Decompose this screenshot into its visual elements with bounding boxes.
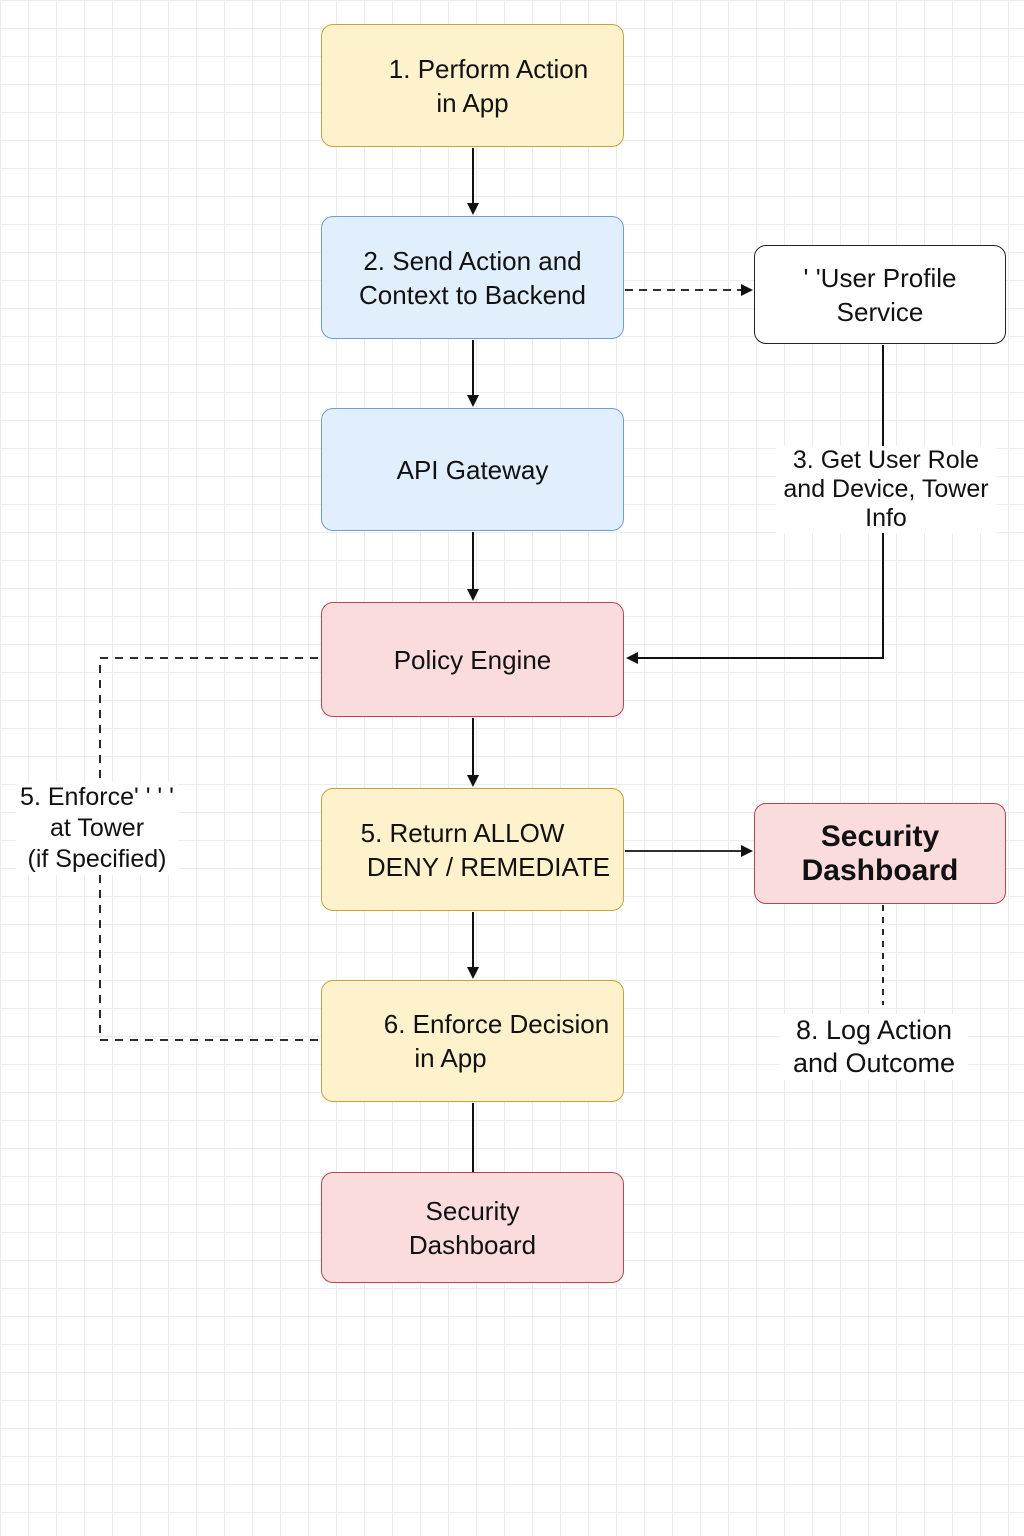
enforce-at-tower-line-3: (if Specified): [27, 845, 167, 873]
send-action-node: 2. Send Action and Context to Backend: [321, 216, 624, 339]
security-dashboard-bottom-line-1: Security: [425, 1195, 520, 1226]
log-action-line-1: 8. Log Action: [795, 1015, 953, 1045]
get-user-role-line-3: Info: [865, 504, 907, 532]
return-decision-line-1: 5. Return ALLOW: [360, 817, 565, 848]
api-gateway-node: API Gateway: [321, 408, 624, 531]
perform-action-line-2: in App: [436, 87, 509, 118]
send-action-line-1: 2. Send Action and: [363, 245, 582, 276]
log-action-label: 8. Log Action and Outcome: [780, 1014, 968, 1080]
user-profile-line-2: Service: [836, 296, 924, 327]
security-dashboard-right-line-2: Dashboard: [801, 853, 959, 887]
enforce-decision-line-1: 6. Enforce Decision: [383, 1009, 610, 1039]
enforce-at-tower-label: 5. Enforce' ' ' ' at Tower (if Specified…: [16, 782, 178, 875]
api-gateway-label: API Gateway: [396, 454, 549, 485]
enforce-decision-node: 6. Enforce Decision in App: [321, 980, 624, 1102]
get-user-role-line-1: 3. Get User Role: [792, 446, 980, 474]
user-profile-service-node: ' 'User Profile Service: [754, 245, 1006, 344]
return-decision-node: 5. Return ALLOW DENY / REMEDIATE: [321, 788, 624, 911]
security-dashboard-right-node: Security Dashboard: [754, 803, 1006, 904]
policy-engine-node: Policy Engine: [321, 602, 624, 717]
perform-action-line-1: 1. Perform Action: [388, 53, 589, 84]
security-dashboard-right-line-1: Security: [820, 819, 940, 853]
policy-engine-label: Policy Engine: [393, 644, 552, 675]
enforce-at-tower-line-2: at Tower: [49, 814, 145, 842]
get-user-role-label: 3. Get User Role and Device, Tower Info: [776, 446, 996, 533]
enforce-at-tower-line-1: 5. Enforce' ' ' ': [20, 783, 174, 811]
security-dashboard-bottom-line-2: Dashboard: [408, 1229, 537, 1260]
perform-action-node: 1. Perform Action in App: [321, 24, 624, 147]
return-decision-line-2: DENY / REMEDIATE: [366, 851, 611, 882]
security-dashboard-bottom-node: Security Dashboard: [321, 1172, 624, 1283]
enforce-decision-line-2: in App: [414, 1043, 487, 1073]
send-action-line-2: Context to Backend: [359, 279, 586, 310]
user-profile-line-1: ' 'User Profile: [803, 262, 957, 293]
get-user-role-line-2: and Device, Tower: [783, 475, 989, 503]
log-action-line-2: and Outcome: [792, 1048, 956, 1078]
